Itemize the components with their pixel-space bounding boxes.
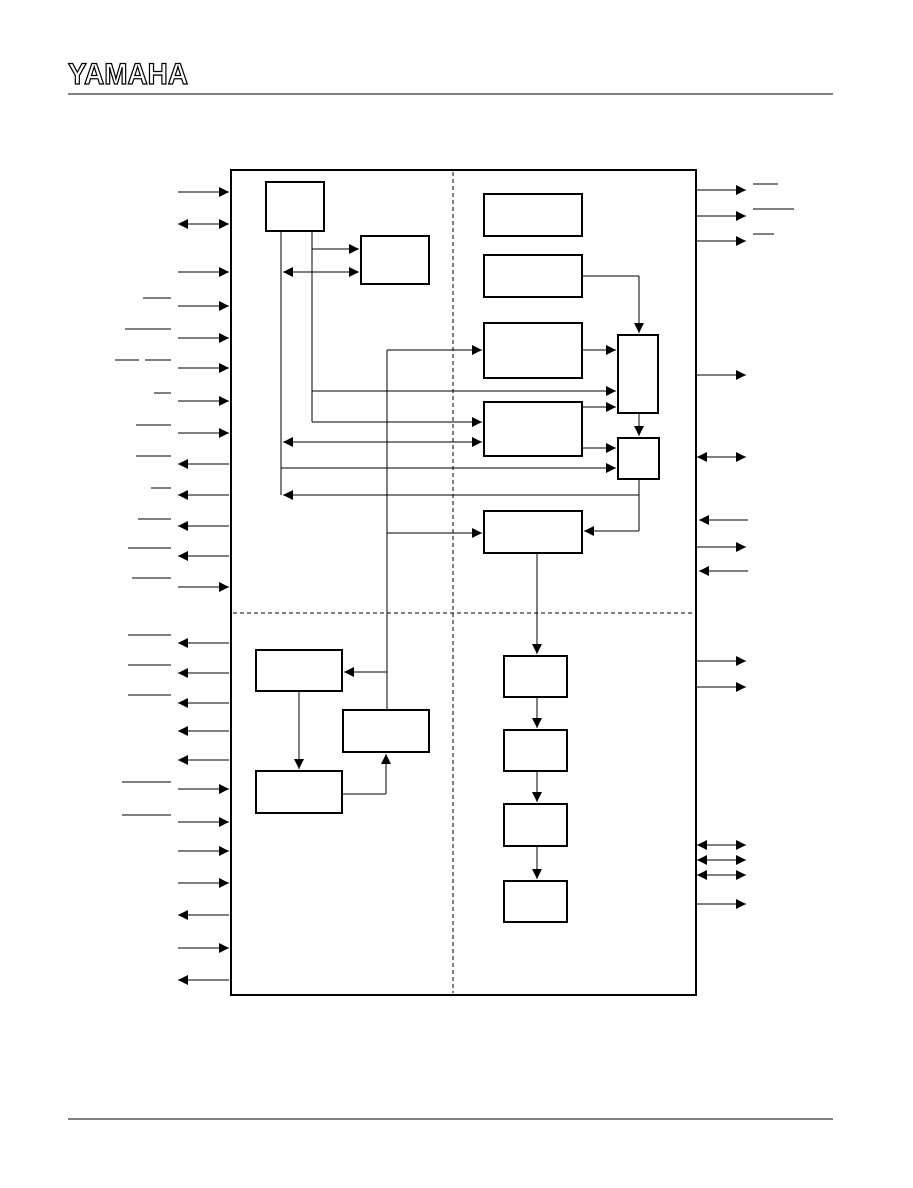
partition-lines	[233, 172, 694, 993]
left-overbars	[115, 297, 171, 816]
right-overbars	[753, 183, 794, 235]
block-right-4	[483, 401, 583, 457]
block-chain-4	[503, 880, 568, 923]
block-small	[617, 437, 660, 480]
block-right-5	[483, 510, 583, 554]
block-right-1	[483, 193, 583, 237]
internal-wiring	[280, 231, 644, 879]
header: YAMAHA	[67, 57, 833, 95]
block-lower-mid	[342, 709, 430, 753]
internal-blocks	[255, 181, 660, 923]
right-pins	[697, 185, 748, 909]
yamaha-logo: YAMAHA	[68, 58, 188, 91]
block-right-3	[483, 322, 583, 379]
block-register	[360, 235, 430, 285]
block-lower-left-1	[255, 649, 343, 692]
left-pins	[178, 187, 229, 985]
block-lower-left-2	[255, 770, 343, 814]
block-mux	[617, 334, 659, 414]
chip-outline	[230, 169, 697, 996]
block-chain-2	[503, 729, 568, 772]
block-chain-1	[503, 655, 568, 698]
block-interface	[265, 181, 325, 232]
block-chain-3	[503, 803, 568, 847]
block-right-2	[483, 254, 583, 298]
